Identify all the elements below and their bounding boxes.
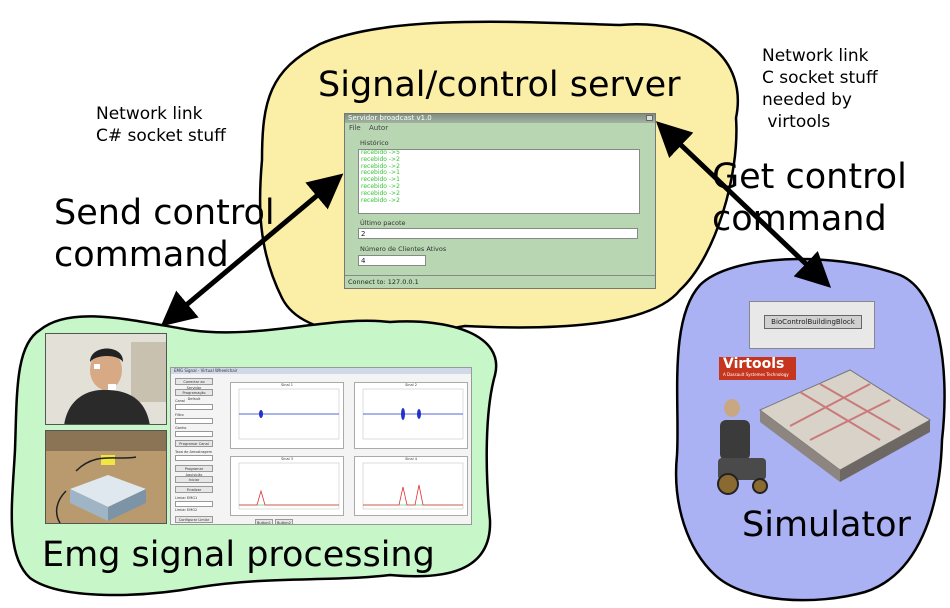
plot-1: Sinal 1 (230, 382, 344, 449)
clients-field[interactable]: 4 (358, 255, 426, 266)
canal-label: Canal (175, 399, 185, 403)
start-button[interactable]: Iniciar (175, 476, 213, 483)
program-channel-button[interactable]: Programar Canal (175, 440, 213, 447)
default-program-button[interactable]: Programação Default (175, 389, 213, 401)
plot-1-title: Sinal 1 (281, 383, 293, 387)
program-acquisition-button[interactable]: Programar Aquisição (175, 465, 213, 477)
history-label: Histórico (360, 139, 389, 147)
sample-rate-select[interactable] (175, 455, 213, 461)
list-item: recebido ->2 (361, 182, 400, 190)
logo-name: Virtools (723, 356, 785, 372)
list-item: recebido ->1 (361, 169, 400, 177)
emg-label: Emg signal processing (42, 535, 435, 575)
server-window: Servidor broadcast v1.0 File Autor Histó… (344, 113, 656, 289)
last-packet-label: Último pacote (360, 219, 406, 227)
ganho-label: Ganho (175, 426, 187, 430)
filtro-select[interactable] (175, 418, 213, 424)
close-icon[interactable] (646, 115, 653, 121)
arrow-server-emg (160, 173, 344, 327)
building-block-label: BioControlBuildingBlock (764, 315, 862, 329)
canal-select[interactable] (175, 404, 213, 410)
plot-1-signal (238, 388, 340, 440)
plot-3: Sinal 3 (230, 456, 344, 516)
list-item: recebido ->1 (361, 176, 400, 184)
list-item: recebido ->2 (361, 155, 400, 163)
footer-button-1[interactable]: Button1 (255, 519, 273, 524)
connect-button[interactable]: Conectar ao Servidor (175, 378, 213, 390)
logo-tagline: A Dassault Systemes Technology (723, 372, 789, 377)
user-photo (45, 333, 167, 425)
threshold1-field[interactable] (175, 501, 213, 507)
menu-autor[interactable]: Autor (368, 124, 389, 132)
simulation-scene (717, 369, 931, 495)
user-photo-drawing (46, 334, 166, 424)
virtools-logo: Virtools A Dassault Systemes Technology (719, 357, 796, 380)
server-title: Signal/control server (318, 65, 681, 105)
ganho-select[interactable] (175, 431, 213, 437)
last-packet-field[interactable]: 2 (358, 228, 638, 239)
list-item: recebido ->2 (361, 196, 400, 204)
list-item: recebido ->2 (361, 162, 400, 170)
plot-4: Sinal 4 (354, 456, 468, 516)
arrow-server-simulator (655, 121, 832, 288)
list-item: recebido ->5 (361, 149, 400, 156)
emg-app-titlebar: EMG Signal - Virtual Wheelchair (171, 368, 471, 374)
status-bar: Connect to: 127.0.0.1 (345, 275, 655, 288)
clients-label: Número de Clientes Ativos (360, 245, 447, 253)
config-threshold-button[interactable]: Configurar Limiar (175, 516, 213, 523)
footer-button-2[interactable]: Button2 (275, 519, 293, 524)
server-window-titlebar: Servidor broadcast v1.0 (345, 114, 655, 123)
plot-3-title: Sinal 3 (281, 457, 293, 461)
threshold1-label: Limiar EMG1 (175, 496, 198, 500)
threshold2-label: Limiar EMG2 (175, 508, 198, 512)
device-photo-drawing (46, 431, 166, 523)
plot-4-title: Sinal 4 (405, 457, 417, 461)
simulator-label: Simulator (742, 505, 911, 545)
plot-2-title: Sinal 2 (405, 383, 417, 387)
emg-app-window: EMG Signal - Virtual Wheelchair Conectar… (170, 367, 472, 525)
plot-2: Sinal 2 (354, 382, 468, 449)
plot-4-signal (362, 462, 464, 510)
plot-2-signal (362, 388, 464, 440)
stop-button[interactable]: Finalizar (175, 486, 213, 493)
plot-3-signal (238, 462, 340, 510)
menu-file[interactable]: File (349, 124, 361, 132)
menu-bar: File Autor (345, 123, 655, 133)
list-item: recebido ->2 (361, 189, 400, 197)
device-photo (45, 430, 167, 524)
filtro-label: Filtro (175, 413, 184, 417)
sample-rate-label: Taxa de Amostragem (175, 450, 213, 454)
building-block: BioControlBuildingBlock (749, 301, 875, 349)
history-list[interactable]: recebido ->5 recebido ->2 recebido ->2 r… (358, 149, 640, 214)
